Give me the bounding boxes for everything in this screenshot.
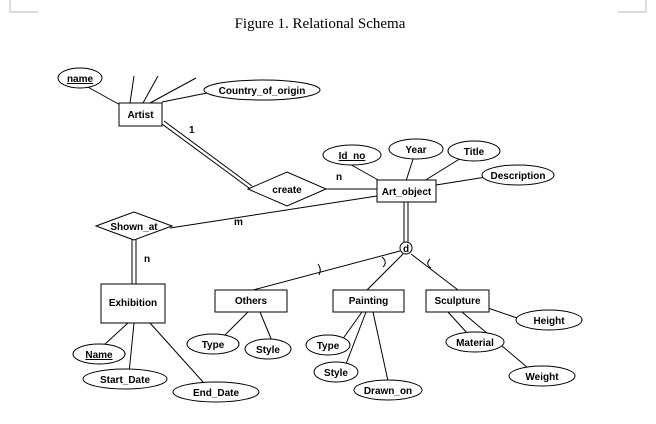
attribute-start-date-label: Start_Date — [100, 375, 150, 386]
attribute-start-date: Start_Date — [82, 368, 168, 390]
entity-painting: Painting — [332, 289, 405, 313]
entity-art-object-label: Art_object — [382, 187, 432, 198]
relationship-create-label: create — [272, 185, 302, 196]
relationship-shown-at: Shown_at — [94, 211, 174, 241]
attribute-drawn-on: Drawn_on — [353, 379, 423, 401]
attribute-year-label: Year — [405, 145, 426, 156]
connector-lines — [85, 75, 529, 383]
attribute-artist-name: name — [57, 67, 103, 89]
attribute-title-label: Title — [464, 147, 485, 158]
attribute-painting-style-label: Style — [324, 368, 348, 379]
entity-artist: Artist — [118, 102, 163, 127]
cardinality-artist-create: 1 — [189, 125, 195, 136]
attribute-exhibition-name-label: Name — [85, 350, 113, 361]
specialization-circle: d — [399, 241, 413, 255]
entity-sculpture: Sculpture — [425, 289, 490, 313]
relationship-create: create — [246, 171, 328, 207]
attribute-others-style: Style — [244, 338, 292, 360]
attribute-height-label: Height — [533, 316, 565, 327]
attribute-end-date: End_Date — [172, 381, 260, 403]
attribute-others-type: Type — [186, 333, 240, 355]
relationship-shown-at-label: Shown_at — [110, 222, 158, 233]
attribute-year: Year — [388, 138, 444, 160]
entity-artist-label: Artist — [127, 110, 154, 121]
attribute-painting-type: Type — [305, 334, 351, 356]
entity-sculpture-label: Sculpture — [434, 296, 481, 307]
attribute-weight: Weight — [508, 365, 576, 387]
page-corner-marks — [9, 0, 647, 13]
entity-exhibition: Exhibition — [100, 283, 166, 324]
cardinality-art-object-shown-at: m — [234, 217, 243, 228]
attribute-weight-label: Weight — [525, 372, 559, 383]
attribute-id-no-label: Id_no — [339, 151, 366, 162]
attribute-id-no: Id_no — [322, 144, 382, 166]
attribute-material: Material — [445, 331, 505, 353]
attribute-exhibition-name: Name — [72, 343, 126, 365]
attribute-drawn-on-label: Drawn_on — [364, 386, 412, 397]
specialization-label: d — [403, 244, 409, 255]
attribute-others-type-label: Type — [202, 340, 225, 351]
attribute-title: Title — [447, 140, 501, 162]
attribute-description: Description — [481, 164, 555, 186]
cardinality-shown-at-exhibition: n — [144, 254, 150, 265]
entity-others-label: Others — [235, 296, 268, 307]
attribute-height: Height — [515, 309, 583, 331]
attribute-others-style-label: Style — [256, 345, 280, 356]
attribute-material-label: Material — [456, 338, 494, 349]
figure-title: Figure 1. Relational Schema — [235, 16, 406, 32]
cardinality-create-art-object: n — [336, 172, 342, 183]
attribute-end-date-label: End_Date — [193, 388, 240, 399]
attribute-artist-name-label: name — [67, 74, 94, 85]
attribute-painting-style: Style — [313, 361, 359, 383]
attribute-country-of-origin: Country_of_origin — [203, 79, 321, 101]
entity-exhibition-label: Exhibition — [109, 298, 157, 309]
entity-others: Others — [214, 289, 288, 313]
attribute-country-of-origin-label: Country_of_origin — [219, 86, 306, 97]
attribute-painting-type-label: Type — [317, 341, 340, 352]
attribute-description-label: Description — [490, 171, 545, 182]
entity-art-object: Art_object — [376, 179, 437, 203]
entity-painting-label: Painting — [349, 296, 388, 307]
